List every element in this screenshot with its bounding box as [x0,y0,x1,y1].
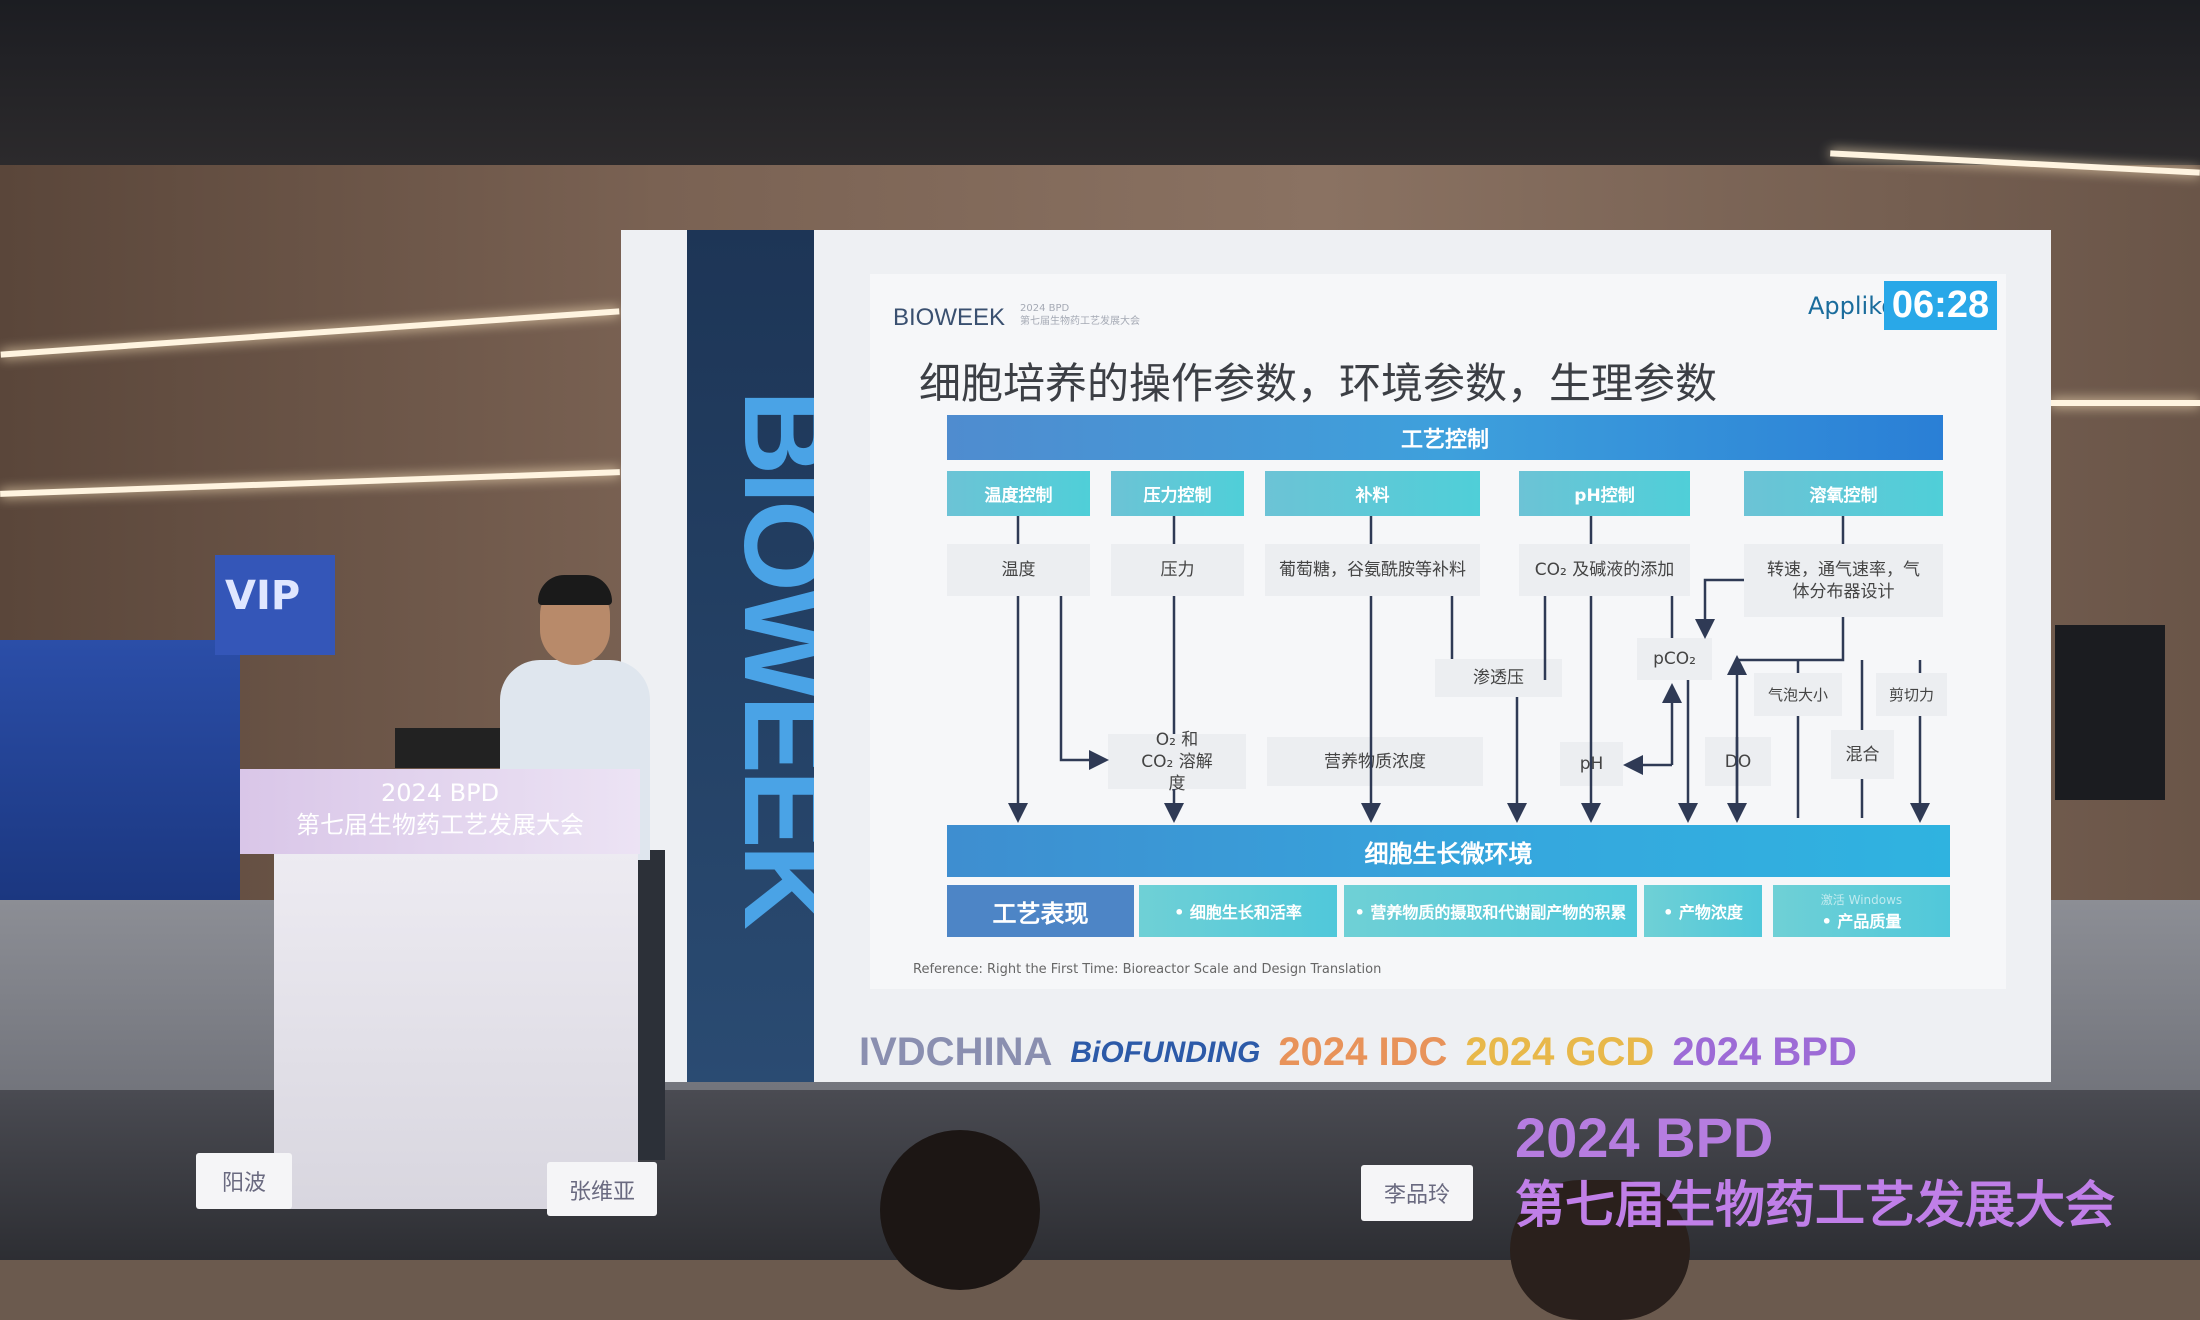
input-node: 葡萄糖，谷氨酰胺等补料 [1265,544,1480,596]
control-header: 溶氧控制 [1744,471,1943,516]
idc-logo: 2024 IDC [1278,1030,1448,1074]
bioweek-logo: BIOWEEK [893,304,1006,331]
name-card: 阳波 [196,1153,292,1209]
gcd-logo: 2024 GCD [1465,1030,1655,1074]
performance-item: • 产物浓度 [1644,885,1762,937]
mixing-node: 混合 [1831,730,1894,779]
flow-arrows [1008,516,2200,1260]
pco2-node: pCO₂ [1637,638,1712,680]
bubble-size-node: 气泡大小 [1754,673,1842,716]
biofunding-logo: BiOFUNDING [1070,1035,1261,1069]
name-card: 李品玲 [1361,1165,1473,1221]
audience-head [880,1130,1040,1290]
vip-lounge-sign: VIP [215,555,335,655]
ceiling [0,0,2200,165]
exhibition-booth [0,640,240,900]
input-node: 压力 [1111,544,1244,596]
nutrient-concentration-node: 营养物质浓度 [1267,737,1483,786]
stage-banner-title: 2024 BPD [1515,1106,1774,1169]
stage-banner-subtitle: 第七届生物药工艺发展大会 [1515,1176,2115,1234]
ivdchina-logo: IVDCHINA [859,1030,1053,1074]
speaker-hair [538,575,612,605]
performance-item: • 营养物质的摄取和代谢副产物的积累 [1344,885,1637,937]
input-node: 转速，通气速率，气体分布器设计 [1744,544,1943,617]
ceiling-light [2050,400,2200,406]
control-header: 压力控制 [1111,471,1244,516]
cell-environment-bar: 细胞生长微环境 [947,825,1950,877]
countdown-timer: 06:28 [1884,281,1997,330]
bioweek-vertical-banner: BIOWEEK [687,230,814,1082]
input-node: CO₂ 及碱液的添加 [1519,544,1690,596]
shear-force-node: 剪切力 [1876,673,1947,716]
bpd-logo: 2024 BPD [1672,1030,1857,1074]
control-header: 温度控制 [947,471,1090,516]
sponsor-logos-row: IVDCHINA BiOFUNDING 2024 IDC 2024 GCD 20… [859,1025,2019,1080]
osmotic-pressure-node: 渗透压 [1435,659,1562,697]
windows-watermark: 激活 Windows [1820,892,1903,907]
input-node: 温度 [947,544,1090,596]
process-control-bar: 工艺控制 [947,415,1943,460]
reference-note: Reference: Right the First Time: Bioreac… [913,962,1382,977]
performance-item: • 细胞生长和活率 [1139,885,1337,937]
name-card: 张维亚 [547,1162,657,1216]
dissolved-gas-node: O₂ 和 CO₂ 溶解度 [1108,730,1246,794]
performance-label: 工艺表现 [947,885,1134,937]
control-header: pH控制 [1519,471,1690,516]
slide-title: 细胞培养的操作参数，环境参数，生理参数 [919,359,1718,408]
loudspeaker [2055,625,2165,800]
performance-item: 激活 Windows• 产品质量 [1773,885,1950,937]
control-header: 补料 [1265,471,1480,516]
